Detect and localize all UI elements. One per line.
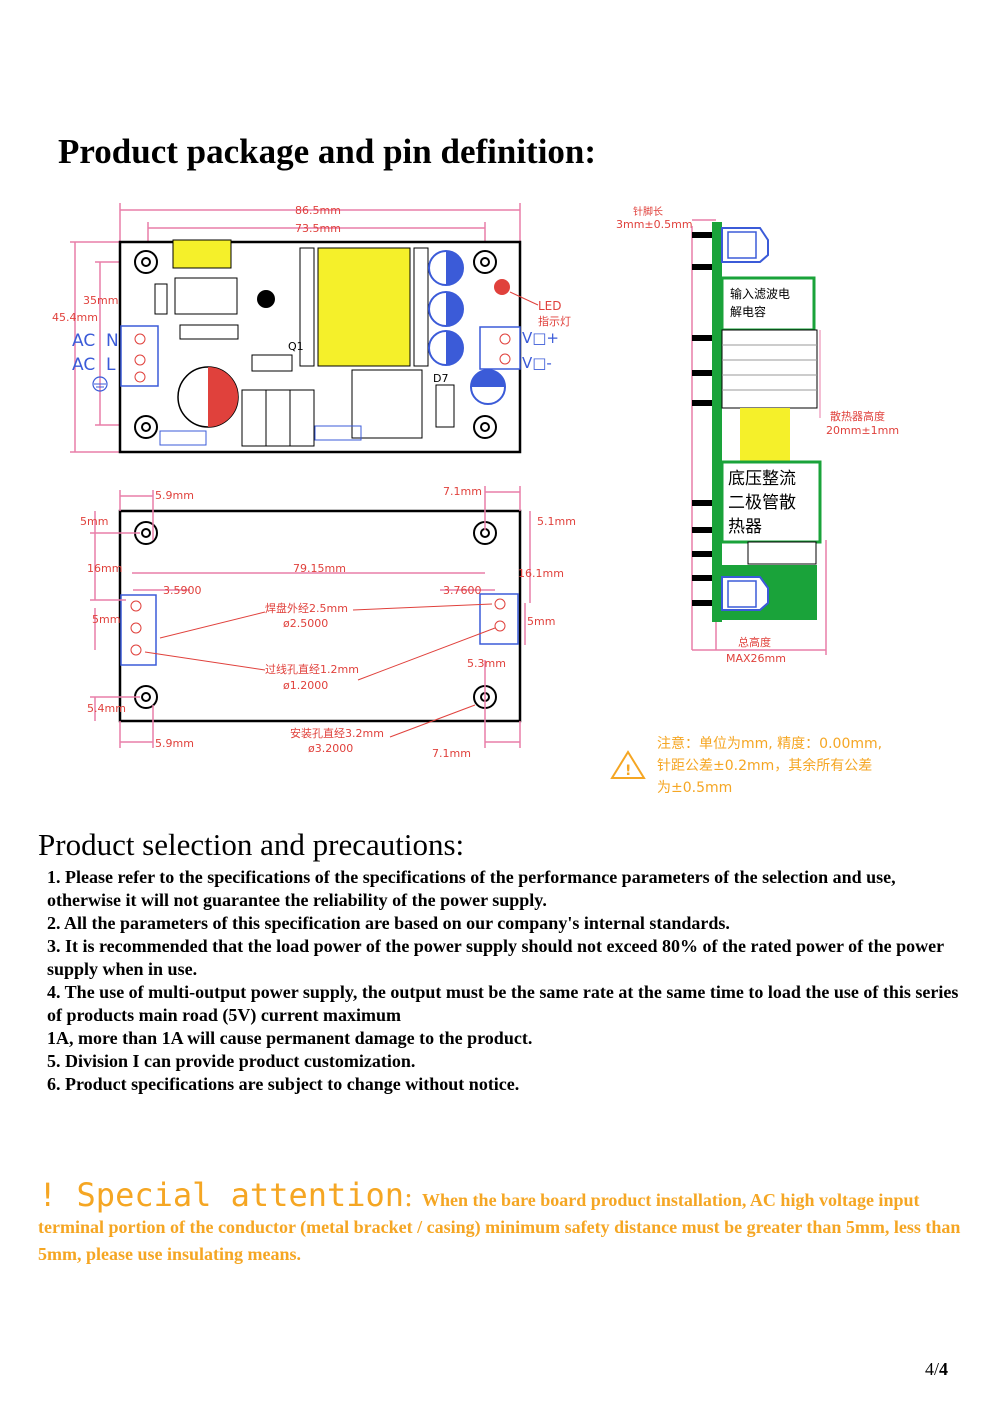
svg-text:N: N: [106, 331, 119, 351]
led-label: LED: [538, 299, 562, 313]
svg-text:7.1mm: 7.1mm: [432, 747, 471, 760]
svg-text:MAX26mm: MAX26mm: [726, 652, 786, 665]
precautions-list: 1. Please refer to the specifications of…: [47, 866, 972, 1096]
svg-text:热器: 热器: [728, 517, 762, 537]
dim-height-outer: 45.4mm: [52, 311, 98, 324]
ac-label-1: AC: [72, 331, 95, 351]
svg-text:7.1mm: 7.1mm: [443, 485, 482, 498]
package-diagram: 86.5mm 73.5mm 35mm 45.4mm AC N AC L: [52, 203, 899, 779]
selection-title: Product selection and precautions:: [38, 827, 465, 862]
top-board-view: 86.5mm 73.5mm 35mm 45.4mm AC N AC L: [52, 203, 571, 454]
svg-text:总高度: 总高度: [738, 635, 771, 649]
ac-label-2: AC: [72, 355, 95, 375]
attention-body: When the bare board product installation…: [38, 1190, 961, 1264]
d7-label: D7: [433, 372, 448, 385]
svg-text:79.15mm: 79.15mm: [293, 562, 346, 575]
svg-text:!: !: [625, 763, 631, 779]
precaution-item: 6. Product specifications are subject to…: [47, 1074, 520, 1094]
precaution-item: 4. The use of multi-output power supply,…: [47, 982, 963, 1025]
svg-text:安装孔直经3.2mm: 安装孔直经3.2mm: [290, 726, 384, 740]
svg-text:3.5900: 3.5900: [163, 584, 202, 597]
dim-width-inner: 73.5mm: [295, 222, 341, 235]
svg-text:3mm±0.5mm: 3mm±0.5mm: [616, 218, 693, 231]
svg-text:5mm: 5mm: [80, 515, 108, 528]
precaution-item: 2. All the parameters of this specificat…: [47, 913, 730, 933]
svg-text:3.7600: 3.7600: [443, 584, 482, 597]
transformer: [317, 247, 411, 367]
svg-text:5.4mm: 5.4mm: [87, 702, 126, 715]
special-attention: ! Special attention：When the bare board …: [38, 1176, 961, 1264]
precaution-item: 5. Division I can provide product custom…: [47, 1051, 416, 1071]
earth-symbol: [92, 376, 108, 392]
svg-text:16.1mm: 16.1mm: [518, 567, 564, 580]
svg-text:16mm: 16mm: [87, 562, 122, 575]
page-number: 4/4: [924, 1359, 948, 1379]
bottom-board-view: 5.9mm 7.1mm 5mm 5.1mm 16mm 79.15mm 16.1m…: [80, 485, 576, 760]
svg-text:底压整流: 底压整流: [728, 469, 796, 489]
svg-text:解电容: 解电容: [730, 304, 766, 319]
svg-text:ø2.5000: ø2.5000: [283, 617, 328, 630]
svg-text:二极管散: 二极管散: [728, 493, 796, 513]
attention-heading: ! Special attention: [38, 1176, 405, 1214]
svg-text:焊盘外经2.5mm: 焊盘外经2.5mm: [265, 601, 348, 615]
svg-text:ø1.2000: ø1.2000: [283, 679, 328, 692]
precaution-item: 1. Please refer to the specifications of…: [47, 867, 901, 910]
page-title: Product package and pin definition:: [58, 132, 597, 171]
svg-text:5mm: 5mm: [527, 615, 555, 628]
svg-text:L: L: [106, 355, 116, 375]
led-cn-label: 指示灯: [538, 314, 571, 328]
svg-text:ø3.2000: ø3.2000: [308, 742, 353, 755]
svg-text:5.3mm: 5.3mm: [467, 657, 506, 670]
svg-text:20mm±1mm: 20mm±1mm: [826, 424, 899, 437]
precaution-item: 1A, more than 1A will cause permanent da…: [47, 1028, 533, 1048]
dim-width-outer: 86.5mm: [295, 204, 341, 217]
svg-text:输入滤波电: 输入滤波电: [730, 286, 790, 301]
svg-text:5mm: 5mm: [92, 613, 120, 626]
precision-note: 注意：单位为mm, 精度：0.00mm, 针距公差±0.2mm，其余所有公差 为…: [657, 736, 883, 796]
side-view: 针脚长 3mm±0.5mm 输入滤波电 解电容 散热器高度 20mm±1: [616, 205, 899, 665]
warning-icon: !: [610, 750, 646, 779]
svg-text:5.1mm: 5.1mm: [537, 515, 576, 528]
vout-plus: V□+: [522, 329, 559, 347]
precaution-item: 3. It is recommended that the load power…: [47, 936, 949, 979]
dim-height-inner: 35mm: [83, 294, 118, 307]
q1-label: Q1: [288, 340, 304, 353]
bottom-board-outline: [118, 509, 522, 723]
svg-text:5.9mm: 5.9mm: [155, 489, 194, 502]
svg-text:针脚长: 针脚长: [633, 205, 663, 218]
svg-text:过线孔直经1.2mm: 过线孔直经1.2mm: [265, 662, 359, 676]
svg-text:5.9mm: 5.9mm: [155, 737, 194, 750]
svg-text:散热器高度: 散热器高度: [830, 409, 885, 423]
vout-minus: V□-: [522, 354, 552, 372]
